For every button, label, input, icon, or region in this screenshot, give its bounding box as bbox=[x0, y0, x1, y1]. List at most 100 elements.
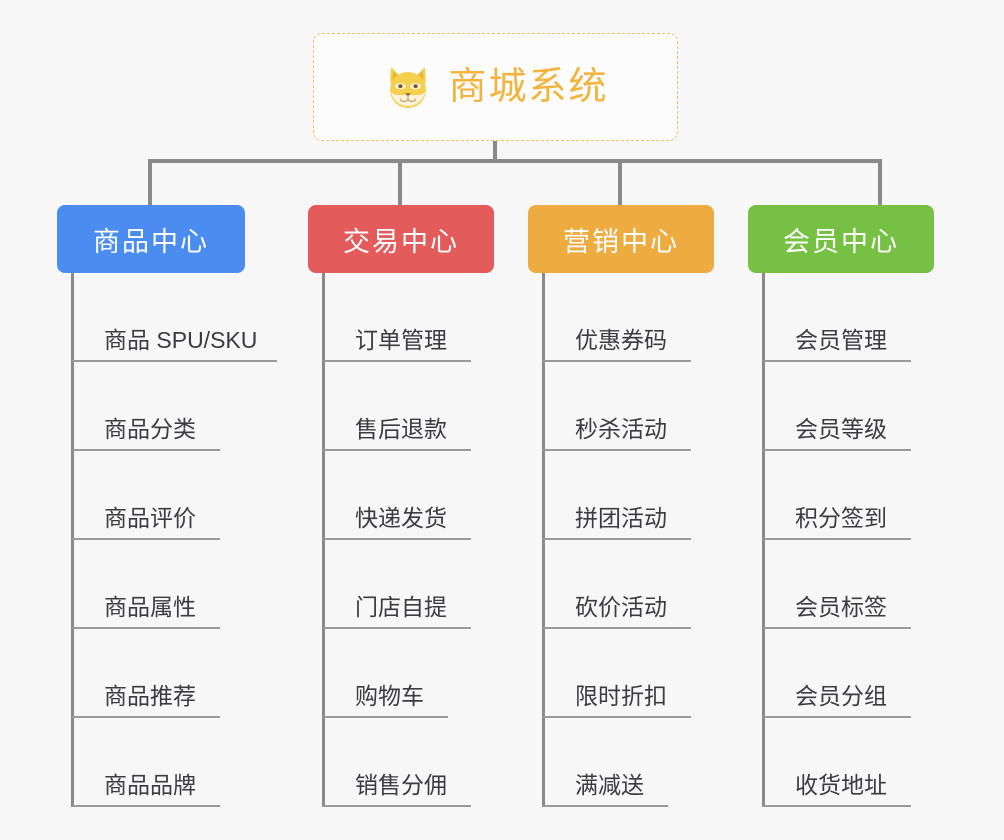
item-underline bbox=[543, 627, 691, 629]
item-underline bbox=[323, 449, 471, 451]
item-underline bbox=[72, 805, 220, 807]
item-underline bbox=[543, 360, 691, 362]
list-item[interactable]: 会员标签 bbox=[748, 540, 934, 629]
item-underline bbox=[323, 716, 448, 718]
list-item[interactable]: 会员管理 bbox=[748, 273, 934, 362]
branch-trade-center: 交易中心 订单管理 售后退款 快递发货 门店自提 购物车 bbox=[308, 205, 494, 807]
item-underline bbox=[763, 627, 911, 629]
branch-marketing-center: 营销中心 优惠券码 秒杀活动 拼团活动 砍价活动 限时折扣 bbox=[528, 205, 714, 807]
connector-root-stem bbox=[493, 141, 497, 162]
list-item[interactable]: 砍价活动 bbox=[528, 540, 714, 629]
item-underline bbox=[72, 360, 277, 362]
item-label: 砍价活动 bbox=[575, 594, 667, 620]
list-item[interactable]: 满减送 bbox=[528, 718, 714, 807]
item-underline bbox=[323, 360, 471, 362]
item-label: 满减送 bbox=[575, 772, 644, 798]
item-list-trade-center: 订单管理 售后退款 快递发货 门店自提 购物车 销售分佣 bbox=[308, 273, 494, 807]
item-list-product-center: 商品 SPU/SKU 商品分类 商品评价 商品属性 商品推荐 商品品牌 bbox=[57, 273, 277, 807]
list-item[interactable]: 售后退款 bbox=[308, 362, 494, 451]
item-underline bbox=[323, 805, 471, 807]
connector-drop-2 bbox=[398, 159, 402, 205]
item-label: 快递发货 bbox=[355, 505, 447, 531]
column-spine bbox=[71, 273, 74, 807]
item-label: 门店自提 bbox=[355, 594, 447, 620]
root-title: 商城系统 bbox=[448, 66, 609, 108]
list-item[interactable]: 商品品牌 bbox=[57, 718, 245, 807]
branch-product-center: 商品中心 商品 SPU/SKU 商品分类 商品评价 商品属性 商品推荐 bbox=[57, 205, 277, 807]
list-item[interactable]: 限时折扣 bbox=[528, 629, 714, 718]
item-label: 会员等级 bbox=[795, 416, 887, 442]
category-label: 商品中心 bbox=[93, 226, 209, 257]
item-label: 订单管理 bbox=[355, 327, 447, 353]
item-label: 销售分佣 bbox=[355, 772, 447, 798]
item-label: 拼团活动 bbox=[575, 505, 667, 531]
list-item[interactable]: 收货地址 bbox=[748, 718, 934, 807]
list-item[interactable]: 商品属性 bbox=[57, 540, 245, 629]
list-item[interactable]: 门店自提 bbox=[308, 540, 494, 629]
item-label: 商品推荐 bbox=[104, 683, 196, 709]
list-item[interactable]: 秒杀活动 bbox=[528, 362, 714, 451]
item-underline bbox=[72, 627, 220, 629]
item-label: 商品 SPU/SKU bbox=[104, 327, 258, 353]
item-underline bbox=[763, 360, 911, 362]
item-label: 秒杀活动 bbox=[575, 416, 667, 442]
item-underline bbox=[763, 716, 911, 718]
item-underline bbox=[543, 805, 668, 807]
item-underline bbox=[763, 538, 911, 540]
category-box-product-center[interactable]: 商品中心 bbox=[57, 205, 245, 273]
list-item[interactable]: 会员等级 bbox=[748, 362, 934, 451]
column-spine bbox=[762, 273, 765, 807]
column-spine bbox=[322, 273, 325, 807]
list-item[interactable]: 销售分佣 bbox=[308, 718, 494, 807]
list-item[interactable]: 商品评价 bbox=[57, 451, 245, 540]
list-item[interactable]: 快递发货 bbox=[308, 451, 494, 540]
item-label: 收货地址 bbox=[795, 772, 887, 798]
list-item[interactable]: 购物车 bbox=[308, 629, 494, 718]
list-item[interactable]: 会员分组 bbox=[748, 629, 934, 718]
branch-member-center: 会员中心 会员管理 会员等级 积分签到 会员标签 会员分组 bbox=[748, 205, 934, 807]
category-box-trade-center[interactable]: 交易中心 bbox=[308, 205, 494, 273]
item-label: 商品分类 bbox=[104, 416, 196, 442]
item-label: 会员分组 bbox=[795, 683, 887, 709]
item-underline bbox=[72, 449, 220, 451]
connector-drop-3 bbox=[618, 159, 622, 205]
item-underline bbox=[543, 716, 691, 718]
connector-drop-4 bbox=[878, 159, 882, 205]
item-underline bbox=[323, 627, 471, 629]
item-label: 商品评价 bbox=[104, 505, 196, 531]
column-spine bbox=[542, 273, 545, 807]
item-label: 售后退款 bbox=[355, 416, 447, 442]
list-item[interactable]: 订单管理 bbox=[308, 273, 494, 362]
list-item[interactable]: 商品分类 bbox=[57, 362, 245, 451]
list-item[interactable]: 商品推荐 bbox=[57, 629, 245, 718]
category-label: 营销中心 bbox=[563, 226, 679, 257]
list-item[interactable]: 积分签到 bbox=[748, 451, 934, 540]
category-box-member-center[interactable]: 会员中心 bbox=[748, 205, 934, 273]
item-underline bbox=[763, 805, 911, 807]
item-label: 会员管理 bbox=[795, 327, 887, 353]
item-label: 购物车 bbox=[355, 683, 424, 709]
item-underline bbox=[543, 538, 691, 540]
connector-horizontal-bus bbox=[148, 159, 882, 163]
list-item[interactable]: 拼团活动 bbox=[528, 451, 714, 540]
category-label: 会员中心 bbox=[783, 226, 899, 257]
list-item[interactable]: 优惠券码 bbox=[528, 273, 714, 362]
item-label: 限时折扣 bbox=[575, 683, 667, 709]
category-label: 交易中心 bbox=[343, 226, 459, 257]
item-list-marketing-center: 优惠券码 秒杀活动 拼团活动 砍价活动 限时折扣 满减送 bbox=[528, 273, 714, 807]
connector-drop-1 bbox=[148, 159, 152, 205]
category-box-marketing-center[interactable]: 营销中心 bbox=[528, 205, 714, 273]
item-label: 商品品牌 bbox=[104, 772, 196, 798]
item-label: 优惠券码 bbox=[575, 327, 667, 353]
item-label: 会员标签 bbox=[795, 594, 887, 620]
item-underline bbox=[72, 716, 220, 718]
list-item[interactable]: 商品 SPU/SKU bbox=[57, 273, 277, 362]
item-list-member-center: 会员管理 会员等级 积分签到 会员标签 会员分组 收货地址 bbox=[748, 273, 934, 807]
item-underline bbox=[763, 449, 911, 451]
root-node-商城系统[interactable]: 商城系统 bbox=[313, 33, 678, 141]
item-label: 商品属性 bbox=[104, 594, 196, 620]
item-label: 积分签到 bbox=[795, 505, 887, 531]
item-underline bbox=[72, 538, 220, 540]
shiba-dog-icon bbox=[382, 61, 434, 113]
